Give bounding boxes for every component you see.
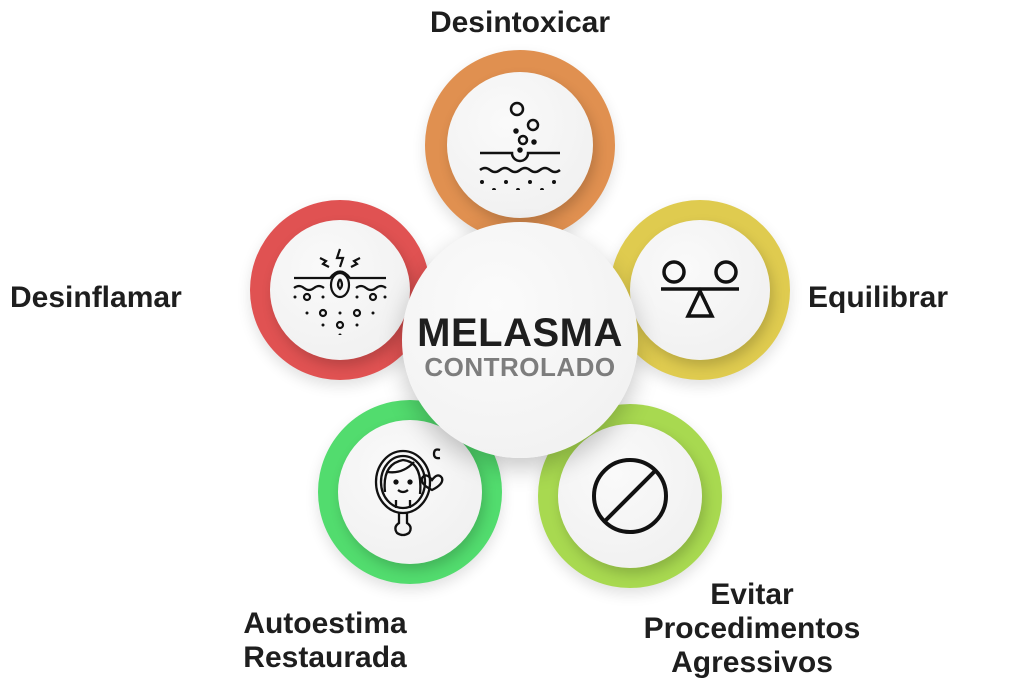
label-desintoxicar: Desintoxicar — [429, 6, 611, 39]
icon-circle-evitar — [558, 424, 702, 568]
label-equilibrar: Equilibrar — [808, 281, 949, 314]
label-evitar: Evitar Procedimentos Agressivos — [602, 578, 902, 680]
label-evitar-line-3: Agressivos — [671, 646, 833, 679]
label-evitar-line-1: Evitar — [710, 578, 794, 611]
balance-scale-icon — [661, 260, 739, 318]
center-title: MELASMA — [417, 311, 623, 355]
label-autoestima: Autoestima Restaurada — [175, 607, 475, 675]
skin-detox-icon — [479, 101, 561, 190]
label-autoestima-line-2: Restaurada — [243, 641, 407, 674]
icon-circle-autoestima — [338, 420, 482, 564]
center-subtitle: CONTROLADO — [424, 352, 616, 382]
skin-inflammation-icon — [293, 248, 387, 335]
icon-circle-desinflamar — [270, 220, 410, 360]
label-evitar-line-2: Procedimentos — [643, 612, 861, 645]
icon-circle-equilibrar — [630, 220, 770, 360]
center-circle: MELASMA CONTROLADO — [402, 222, 638, 458]
icon-circle-desintoxicar — [447, 72, 593, 218]
mirror-face-icon — [374, 448, 444, 537]
label-autoestima-line-1: Autoestima — [243, 607, 407, 640]
label-desinflamar: Desinflamar — [10, 281, 182, 314]
prohibited-icon — [592, 458, 668, 534]
